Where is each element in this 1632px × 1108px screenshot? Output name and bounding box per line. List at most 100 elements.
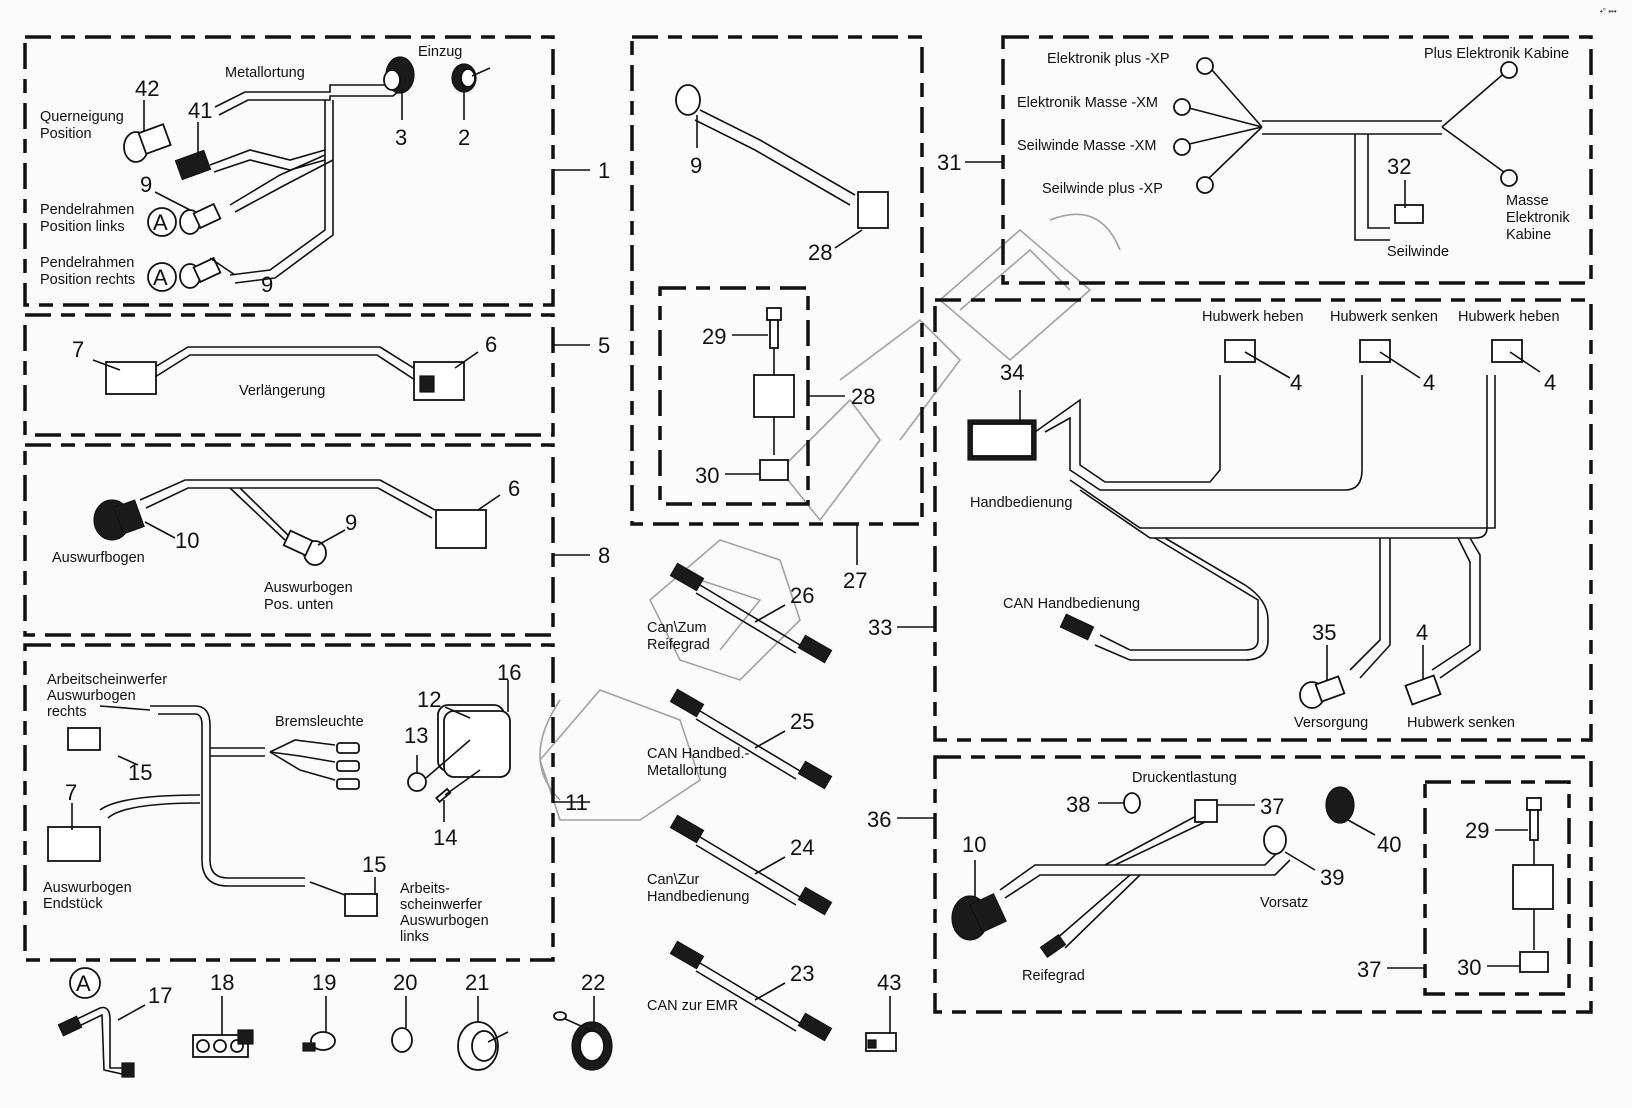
label-elektronik-masse: Elektronik Masse -XM — [1017, 95, 1158, 111]
label-hubwerk-heben-1: Hubwerk heben — [1202, 309, 1304, 325]
part-number: 28 — [808, 240, 832, 265]
label-position-links: Position links — [40, 219, 125, 235]
part-number: 15 — [362, 852, 386, 877]
part-number: 29 — [1465, 818, 1489, 843]
label-vorsatz: Vorsatz — [1260, 895, 1308, 911]
part-number: 38 — [1066, 792, 1090, 817]
group-box — [933, 755, 1593, 1014]
part-number: 9 — [261, 272, 273, 297]
group-11-lighting: 11 15 7 15 12 13 14 — [23, 643, 590, 962]
group-1-harness: 1 A A 42 41 — [23, 35, 610, 307]
part-number: 4 — [1290, 370, 1302, 395]
label-pos-unten: Pos. unten — [264, 597, 333, 613]
label-endstueck-2: Endstück — [43, 896, 103, 912]
label-bremsleuchte: Bremsleuchte — [275, 714, 364, 730]
connector-15 — [67, 727, 101, 751]
part-number: 40 — [1377, 832, 1401, 857]
group-box — [1001, 35, 1593, 285]
part-number: 6 — [485, 332, 497, 357]
connector-4 — [1491, 339, 1523, 363]
label-seilwinde: Seilwinde — [1387, 244, 1449, 260]
ref-number: 28 — [851, 384, 875, 409]
part-number: 7 — [65, 780, 77, 805]
label-pendelrahmen-links: Pendelrahmen — [40, 202, 134, 218]
part-number: 42 — [135, 76, 159, 101]
label-masse-kabine-1: Masse — [1506, 193, 1549, 209]
valve-37 — [1194, 799, 1218, 823]
label-asw-rechts-1: Arbeitscheinwerfer — [47, 672, 167, 688]
connector-4 — [1404, 674, 1442, 706]
ref-number: 33 — [868, 615, 892, 640]
group-33-control-harness: 33 34 4 4 4 35 4 Hubwerk heben Hubwerk s… — [868, 298, 1593, 742]
connector-6 — [435, 509, 487, 549]
part-number: 16 — [497, 660, 521, 685]
connector-4 — [1359, 339, 1391, 363]
group-box — [23, 443, 555, 637]
label-hubwerk-heben-2: Hubwerk heben — [1458, 309, 1560, 325]
connector-4 — [1224, 339, 1256, 363]
part-number: 43 — [877, 970, 901, 995]
cable-label: Can\Zur — [647, 872, 700, 888]
part-number: 4 — [1544, 370, 1556, 395]
group-box — [630, 35, 924, 526]
group-36-header-harness: 36 38 37 10 39 40 Druckentlastung Vorsat… — [867, 755, 1593, 1014]
corner-mark: •° ••• — [1600, 7, 1617, 16]
label-pendelrahmen-rechts: Pendelrahmen — [40, 255, 134, 271]
cable-label: Reifegrad — [647, 637, 710, 653]
plug-end — [669, 688, 705, 718]
part-number: 4 — [1416, 620, 1428, 645]
part-number: 3 — [395, 125, 407, 150]
label-handbedienung: Handbedienung — [970, 495, 1072, 511]
label-metallortung: Metallortung — [225, 65, 305, 81]
watermark-logo — [539, 213, 1121, 821]
ref-number: 37 — [1357, 957, 1381, 982]
part-number: 34 — [1000, 360, 1024, 385]
label-auswurbogen: Auswurbogen — [264, 580, 353, 596]
part-number: 32 — [1387, 154, 1411, 179]
part-number: 6 — [508, 476, 520, 501]
group-27-valve-cable: 27 9 28 28 29 30 — [630, 35, 924, 593]
part-number: 29 — [702, 324, 726, 349]
part-number: 21 — [465, 970, 489, 995]
connector-15 — [344, 893, 378, 917]
part-number: 19 — [312, 970, 336, 995]
group-5-extension: 5 7 6 Verlängerung — [23, 313, 610, 437]
connector-7 — [47, 826, 101, 862]
part-number: 9 — [345, 510, 357, 535]
label-einzug: Einzug — [418, 44, 462, 60]
label-asw-links-4: links — [400, 929, 429, 945]
part-number: 2 — [458, 125, 470, 150]
plug-end — [797, 634, 833, 664]
marker-a: A — [153, 265, 168, 290]
part-number: 18 — [210, 970, 234, 995]
label-seilwinde-plus: Seilwinde plus -XP — [1042, 181, 1163, 197]
label-plus-kabine: Plus Elektronik Kabine — [1424, 46, 1569, 62]
cable-label: Handbedienung — [647, 889, 749, 905]
part-number: 37 — [1260, 794, 1284, 819]
ref-number: 27 — [843, 568, 867, 593]
label-can-handbedienung: CAN Handbedienung — [1003, 596, 1140, 612]
part-number: 12 — [417, 687, 441, 712]
part-number: 35 — [1312, 620, 1336, 645]
label-position-rechts: Position rechts — [40, 272, 135, 288]
part-number: 20 — [393, 970, 417, 995]
label-hubwerk-senken-2: Hubwerk senken — [1407, 715, 1515, 731]
part-number: 10 — [962, 832, 986, 857]
clamp-19 — [310, 1031, 336, 1051]
cable-label: CAN Handbed.- — [647, 746, 750, 762]
sub-group-box — [1423, 780, 1571, 996]
part-number: 22 — [581, 970, 605, 995]
group-box — [933, 298, 1593, 742]
plug-end — [669, 562, 705, 592]
part-number: 24 — [790, 835, 814, 860]
loose-parts: A 17 18 19 20 21 22 — [57, 967, 901, 1078]
label-elektronik-plus: Elektronik plus -XP — [1047, 51, 1170, 67]
part-number: 4 — [1423, 370, 1435, 395]
part-number: 10 — [175, 528, 199, 553]
marker-a: A — [76, 971, 91, 996]
label-asw-rechts-2: Auswurbogen — [47, 688, 136, 704]
